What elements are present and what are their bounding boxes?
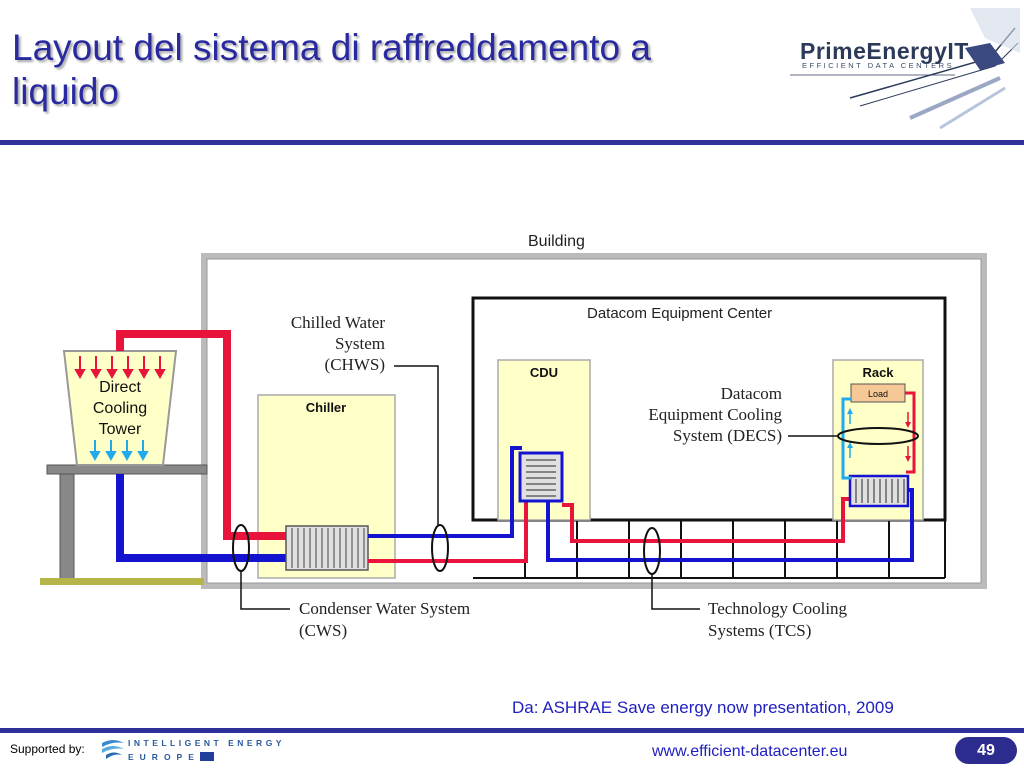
chws-label-3: (CHWS) [325, 355, 385, 374]
chws-label-2: System [335, 334, 385, 353]
building-box [201, 253, 987, 589]
page-number-badge: 49 [955, 737, 1017, 764]
cdu-heat-exchanger [518, 451, 564, 503]
iee-logo-icon [102, 740, 124, 759]
tower-stand-leg [59, 473, 75, 581]
tower-stand-top [46, 464, 208, 475]
decs-label-3: System (DECS) [673, 426, 782, 445]
iee-line1: INTELLIGENT ENERGY [128, 738, 285, 748]
logo-graphic [790, 8, 1020, 130]
tower-label-2: Cooling [93, 400, 147, 417]
logo-tagline: EFFICIENT DATA CENTERS [802, 61, 955, 70]
supported-by-label: Supported by: [10, 742, 85, 756]
rack-label: Rack [862, 365, 894, 380]
rack-coil [848, 474, 910, 508]
cws-label-2: (CWS) [299, 621, 347, 640]
footer-divider [0, 728, 1024, 733]
slide-title: Layout del sistema di raffreddamento a l… [12, 27, 651, 112]
leader-lines [240, 365, 838, 610]
cooling-tower [62, 350, 178, 466]
ground-line [40, 578, 204, 585]
decs-label-1: Datacom [721, 384, 782, 403]
cws-label-1: Condenser Water System [299, 599, 470, 618]
floor-grid [473, 519, 946, 579]
tower-hot-arrows [74, 356, 166, 380]
eu-flag-icon [200, 752, 214, 761]
source-citation: Da: ASHRAE Save energy now presentation,… [512, 698, 894, 717]
tower-cold-arrows [89, 440, 149, 462]
chws-label-1: Chilled Water [291, 313, 385, 332]
datacom-center-label: Datacom Equipment Center [587, 305, 772, 322]
decs-arrows [847, 408, 911, 462]
tcs-label-2: Systems (TCS) [708, 621, 811, 640]
building-label: Building [528, 233, 585, 250]
tcs-label-1: Technology Cooling [708, 599, 848, 618]
cws-cold-pipe [116, 474, 286, 562]
tcs-cold-pipe [546, 488, 914, 562]
tower-label-1: Direct [99, 379, 141, 396]
title-divider [0, 140, 1024, 145]
iee-line2: EUROPE [128, 752, 200, 762]
chws-cold-pipe [368, 446, 522, 538]
website-link[interactable]: www.efficient-datacenter.eu [652, 743, 848, 760]
decs-label-2: Equipment Cooling [648, 405, 782, 424]
cdu-label: CDU [530, 365, 558, 380]
tcs-hot-pipe [562, 497, 852, 543]
load-label: Load [868, 389, 888, 399]
cws-hot-pipe [116, 330, 286, 540]
tower-label-3: Tower [99, 421, 142, 438]
logo-name: PrimeEnergyIT [800, 38, 969, 64]
chiller-coil [285, 525, 369, 571]
chiller-label: Chiller [306, 400, 346, 415]
